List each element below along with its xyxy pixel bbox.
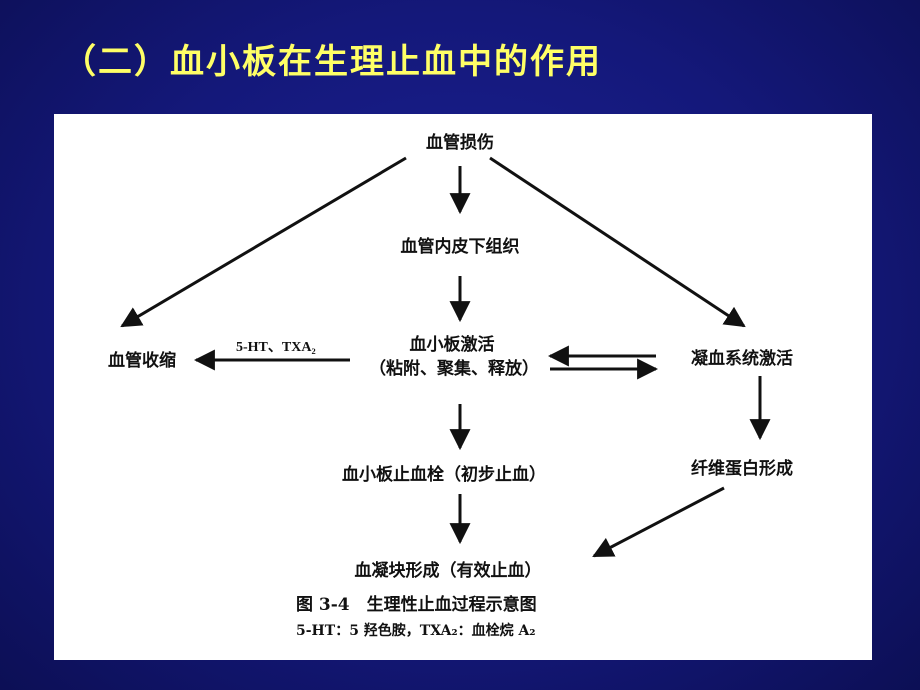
diagram-panel: 血管损伤 血管内皮下组织 血小板激活 （粘附、聚集、释放） 血管收缩 凝血系统激…: [54, 114, 872, 660]
node-clot-formation: 血凝块形成（有效止血）: [354, 561, 542, 581]
node-fibrin-formation: 纤维蛋白形成: [691, 459, 793, 479]
arrow-fibrin-to-clot: [592, 486, 725, 558]
node-vessel-injury: 血管损伤: [426, 133, 494, 153]
node-platelet-activation-detail: （粘附、聚集、释放）: [369, 359, 539, 379]
node-subendothelium: 血管内皮下组织: [400, 237, 520, 257]
node-platelet-plug: 血小板止血栓（初步止血）: [342, 465, 546, 485]
arrow-injury-to-vasoconstriction: [120, 156, 407, 328]
edge-label-mediators: 5-HT、TXA₂: [236, 340, 316, 355]
node-coagulation-activation: 凝血系统激活: [691, 349, 793, 369]
figure-note: 5-HT：5 羟色胺，TXA₂：血栓烷 A₂: [296, 623, 536, 639]
node-vasoconstriction: 血管收缩: [108, 351, 176, 371]
diagram-arrows: [120, 156, 771, 558]
slide-title: （二）血小板在生理止血中的作用: [62, 42, 602, 82]
node-platelet-activation: 血小板激活: [409, 335, 495, 355]
figure-caption: 图 3-4 生理性止血过程示意图: [296, 595, 537, 615]
arrow-injury-to-coagulation: [489, 156, 746, 328]
